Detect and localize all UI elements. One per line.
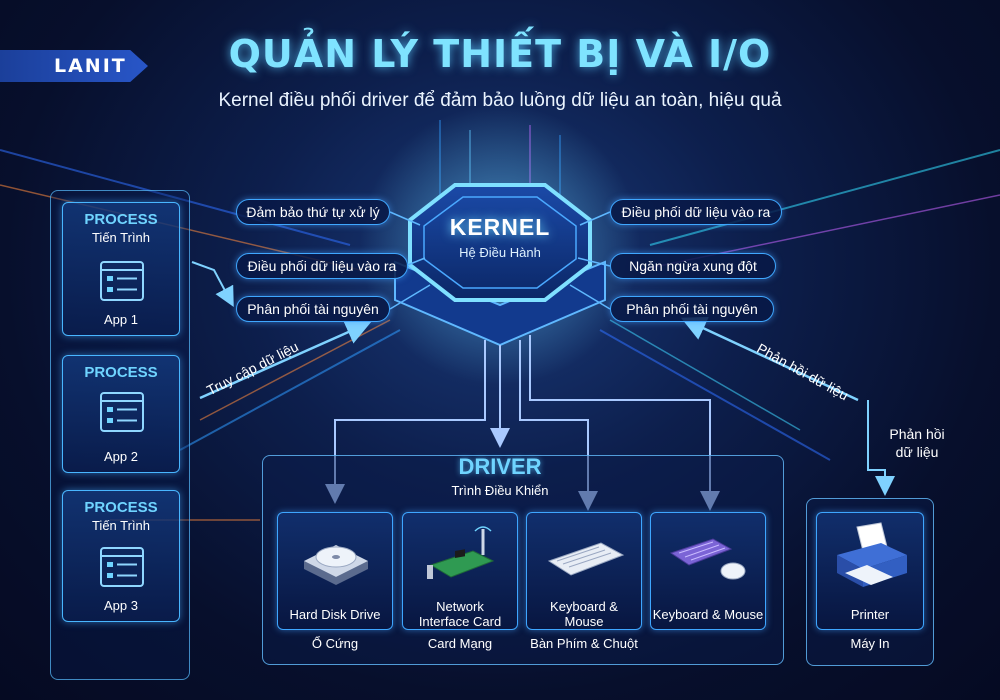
device-vn-label: Card Mạng xyxy=(427,636,493,651)
device-name: Network Interface Card xyxy=(418,599,502,629)
process-card-app3[interactable]: PROCESS Tiến Trình App 3 xyxy=(62,490,180,622)
kernel-subtitle: Hệ Điều Hành xyxy=(459,245,541,260)
device-vn-label: Ổ Cứng xyxy=(311,636,359,651)
kernel-pill-connectors xyxy=(389,211,611,310)
process-card-app2[interactable]: PROCESS App 2 xyxy=(62,355,180,473)
device-vn-label: Máy In xyxy=(850,636,890,651)
device-card-keyboard-mouse[interactable]: Keyboard & Mouse xyxy=(650,512,766,630)
app-window-icon xyxy=(100,547,144,587)
kernel-to-driver-arrows xyxy=(325,335,720,511)
kernel-title: KERNEL xyxy=(449,214,551,240)
kernel-octagon xyxy=(408,183,592,302)
process-label: App 3 xyxy=(104,598,138,613)
driver-title: DRIVER xyxy=(458,454,542,479)
kernel-function-left-2: Điều phối dữ liệu vào ra xyxy=(236,253,408,279)
process-label: App 2 xyxy=(104,449,138,464)
lanit-logo: LANIT xyxy=(0,50,148,82)
kernel-function-left-3: Phân phối tài nguyên xyxy=(236,296,390,322)
app-window-icon xyxy=(100,392,144,432)
process-subheading: Tiến Trình xyxy=(91,230,151,245)
kernel-function-right-1: Điều phối dữ liệu vào ra xyxy=(610,199,782,225)
hard-disk-icon xyxy=(304,545,368,585)
device-card-printer[interactable]: Printer xyxy=(816,512,924,630)
device-card-keyboard[interactable]: Keyboard & Mouse xyxy=(526,512,642,630)
process-heading: PROCESS xyxy=(84,499,158,516)
process-heading: PROCESS xyxy=(84,211,158,228)
device-name: Keyboard & Mouse xyxy=(652,607,764,622)
logo-text: LANIT xyxy=(54,55,127,77)
feedback-arrow xyxy=(680,316,859,402)
device-vn-label: Bàn Phím & Chuột xyxy=(530,636,638,651)
kernel-function-right-2: Ngăn ngừa xung đột xyxy=(610,253,776,279)
app-window-icon xyxy=(100,261,144,301)
process-label: App 1 xyxy=(104,312,138,327)
access-arrow xyxy=(199,320,372,400)
app1-to-kernel-arrow xyxy=(191,261,234,308)
device-name: Printer xyxy=(850,607,890,622)
process-subheading: Tiến Trình xyxy=(91,518,151,533)
keyboard-mouse-icon xyxy=(669,538,746,580)
device-card-hdd[interactable]: Hard Disk Drive xyxy=(277,512,393,630)
keyboard-icon xyxy=(547,542,625,576)
device-card-nic[interactable]: Network Interface Card xyxy=(402,512,518,630)
driver-subtitle: Trình Điều Khiển xyxy=(451,483,549,498)
process-card-app1[interactable]: PROCESS Tiến Trình App 1 xyxy=(62,202,180,336)
printer-feedback-arrow xyxy=(867,400,895,496)
printer-feedback-label: Phản hồi dữ liệu xyxy=(889,426,945,460)
network-card-icon xyxy=(427,526,495,579)
kernel-function-left-1: Đảm bảo thứ tự xử lý xyxy=(236,199,390,225)
kernel-function-right-3: Phân phối tài nguyên xyxy=(610,296,774,322)
printer-icon xyxy=(837,522,907,587)
page-title: QUẢN LÝ THIẾT BỊ VÀ I/O xyxy=(228,32,772,76)
device-name: Keyboard & Mouse xyxy=(550,599,618,629)
process-heading: PROCESS xyxy=(84,364,158,381)
device-name: Hard Disk Drive xyxy=(289,607,381,622)
page-subtitle: Kernel điều phối driver để đảm bảo luồng… xyxy=(218,90,782,111)
